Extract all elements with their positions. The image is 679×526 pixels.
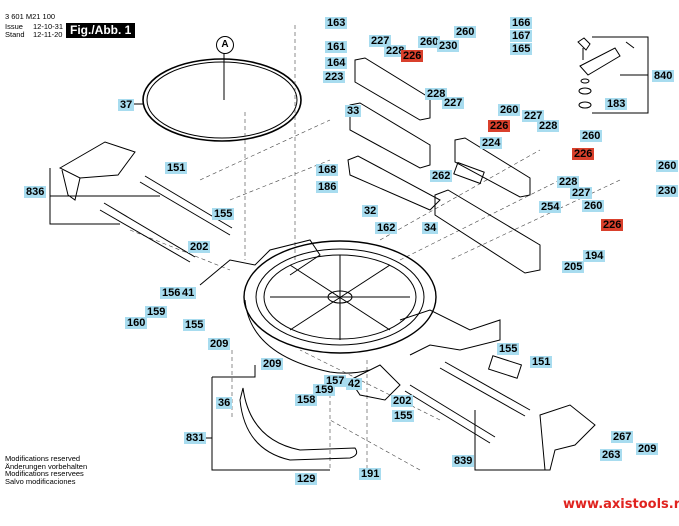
issue-date: 12-10-31	[33, 22, 64, 31]
part-label: 260	[656, 160, 679, 172]
part-label: 260	[418, 36, 441, 48]
part-label: 267	[611, 431, 634, 443]
part-label: 42	[346, 378, 363, 390]
part-label: 262	[430, 170, 453, 182]
part-label: 227	[522, 110, 545, 122]
part-label: 34	[422, 222, 439, 234]
left-extension-support	[49, 141, 233, 263]
note-line: Änderungen vorbehalten	[5, 461, 88, 471]
part-label: 224	[480, 137, 503, 149]
part-label: 223	[323, 71, 346, 83]
part-label: 41	[180, 287, 197, 299]
website-link[interactable]: www.axistools.ru	[563, 497, 679, 512]
part-label: 37	[118, 99, 135, 111]
part-label: 155	[497, 343, 520, 355]
part-label: 202	[188, 241, 211, 253]
part-label: 260	[454, 26, 477, 38]
part-label: 165	[510, 43, 533, 55]
part-label: 228	[557, 176, 580, 188]
part-label: 227	[442, 97, 465, 109]
part-label: 164	[325, 57, 348, 69]
part-label: 151	[165, 162, 188, 174]
stand-label: Stand	[5, 30, 25, 39]
belt-part	[134, 52, 302, 142]
fence-parts	[347, 57, 541, 274]
part-label: 158	[295, 394, 318, 406]
part-number: 3 601 M21 100	[5, 12, 56, 21]
clamp-arm-part	[577, 36, 649, 114]
part-label: 32	[362, 205, 379, 217]
part-label: 151	[530, 356, 553, 368]
part-label: 260	[582, 200, 605, 212]
note-line: Modifications reserved	[5, 454, 81, 463]
turntable-base	[199, 239, 501, 401]
highlighted-part-label: 226	[572, 148, 595, 160]
part-label: 166	[510, 17, 533, 29]
part-label: 191	[359, 468, 382, 480]
note-line: Salvo modificaciones	[5, 476, 76, 486]
part-label: 209	[261, 358, 284, 370]
part-label: 839	[452, 455, 475, 467]
part-label: 836	[24, 186, 47, 198]
callout-circle: A	[216, 36, 234, 54]
part-label: 209	[208, 338, 231, 350]
part-label: 156	[160, 287, 183, 299]
highlighted-part-label: 226	[401, 50, 424, 62]
part-label: 167	[510, 30, 533, 42]
part-label: 163	[325, 17, 348, 29]
right-extension-support	[404, 355, 596, 471]
part-label: 194	[583, 250, 606, 262]
part-label: 186	[316, 181, 339, 193]
part-label: 227	[369, 35, 392, 47]
part-label: 263	[600, 449, 623, 461]
part-label: 227	[570, 187, 593, 199]
part-label: 155	[212, 208, 235, 220]
figure-title: Fig./Abb. 1	[66, 23, 136, 38]
part-label: 159	[145, 306, 168, 318]
part-label: 161	[325, 41, 348, 53]
part-label: 230	[656, 185, 679, 197]
part-label: 168	[316, 164, 339, 176]
part-label: 205	[562, 261, 585, 273]
guard-part	[205, 365, 358, 471]
part-label: 228	[384, 45, 407, 57]
part-label: 260	[580, 130, 603, 142]
part-label: 36	[216, 397, 233, 409]
part-label: 230	[437, 40, 460, 52]
part-label: 155	[392, 410, 415, 422]
modification-notes: Modifications reserved Änderungen vorbeh…	[5, 455, 87, 485]
part-label: 129	[295, 473, 318, 485]
part-label: 209	[636, 443, 659, 455]
part-label: 183	[605, 98, 628, 110]
part-label: 260	[498, 104, 521, 116]
part-label: 831	[184, 432, 207, 444]
part-label: 160	[125, 317, 148, 329]
highlighted-part-label: 226	[601, 219, 624, 231]
part-label: 202	[391, 395, 414, 407]
issue-label: Issue	[5, 22, 23, 31]
part-label: 840	[652, 70, 675, 82]
stand-date: 12-11-20	[33, 30, 63, 39]
part-label: 33	[345, 105, 362, 117]
part-label: 159	[313, 384, 336, 396]
highlighted-part-label: 226	[488, 120, 511, 132]
part-label: 228	[425, 88, 448, 100]
part-label: 155	[183, 319, 206, 331]
part-label: 162	[375, 222, 398, 234]
part-label: 254	[539, 201, 562, 213]
note-line: Modifications reservees	[5, 469, 84, 478]
part-label: 228	[537, 120, 560, 132]
